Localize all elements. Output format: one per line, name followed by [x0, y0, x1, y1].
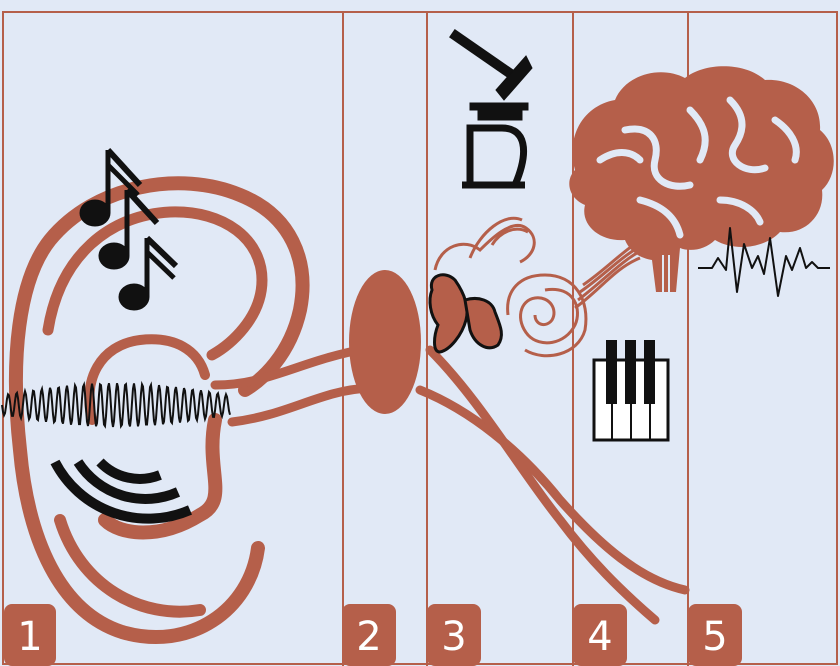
- panel-label-4: 4: [573, 604, 627, 666]
- svg-text:2: 2: [356, 614, 381, 660]
- panel-label-1: 1: [4, 604, 56, 666]
- svg-text:3: 3: [441, 614, 466, 660]
- panel-label-3: 3: [427, 604, 481, 666]
- svg-text:5: 5: [702, 614, 727, 660]
- eardrum-icon: [349, 270, 421, 414]
- svg-text:1: 1: [17, 614, 42, 660]
- panel-label-2: 2: [342, 604, 396, 666]
- svg-text:4: 4: [587, 614, 612, 660]
- panel-label-5: 5: [688, 604, 742, 666]
